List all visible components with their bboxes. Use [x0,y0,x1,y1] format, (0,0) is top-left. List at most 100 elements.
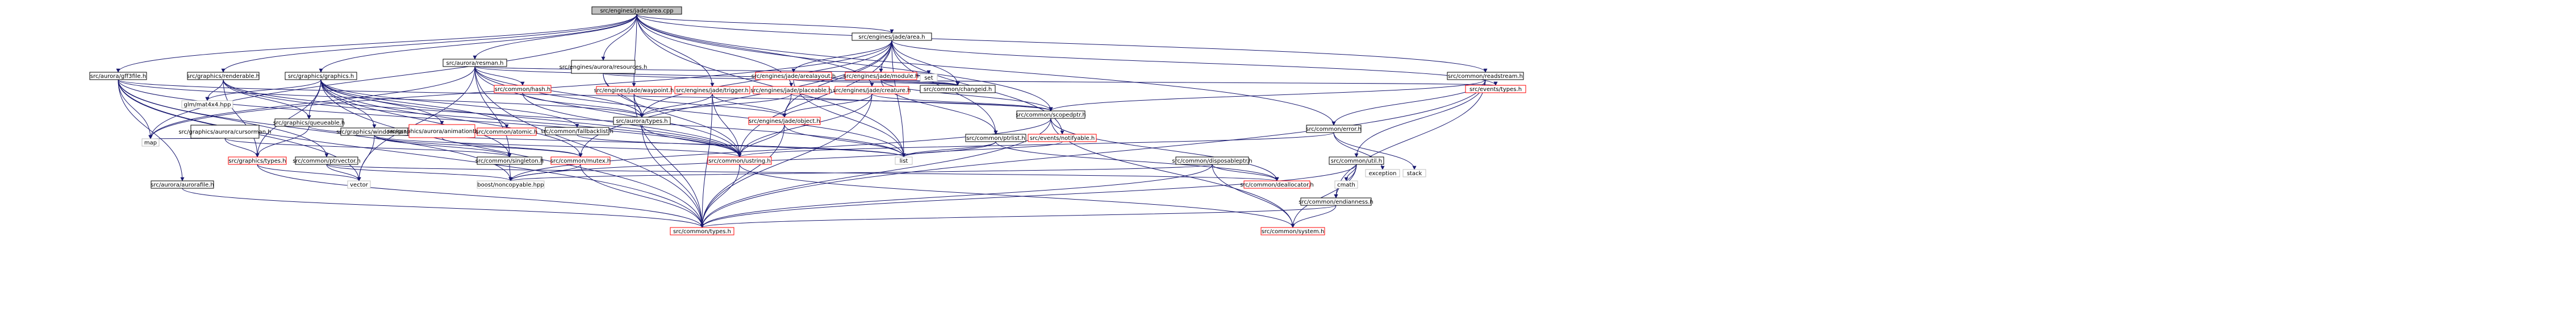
node-common-error-h[interactable]: src/common/error.h [1306,125,1362,133]
node-set: set [920,73,938,82]
node-stack: stack [1402,169,1426,177]
node-box [1016,110,1085,119]
node-events-types-h[interactable]: src/events/types.h [1465,85,1526,93]
node-common-readstream-h[interactable]: src/common/readstream.h [1447,72,1524,80]
dependency-edge [880,79,1497,86]
node-box [408,124,475,138]
node-box [1402,169,1426,177]
node-aurora-types-h[interactable]: src/aurora/types.h [613,117,671,125]
edge-layer [116,14,1498,228]
node-label: cmath [1337,182,1355,188]
dependency-edge [116,14,637,73]
dependency-edge [474,66,906,158]
node-box [442,59,507,67]
node-graphics-renderable-h[interactable]: src/graphics/renderable.h [187,72,260,80]
node-label: src/engines/aurora/resources.h [560,64,648,71]
node-events-notifyable-h[interactable]: src/events/notifyable.h [1028,134,1097,142]
node-box [920,85,996,93]
node-graphics-graphics-h[interactable]: src/graphics/graphics.h [285,72,357,80]
node-common-endianness-h[interactable]: src/common/endianness.h [1299,197,1373,206]
node-common-fallbacklist-h[interactable]: src/common/fallbacklist.h [541,127,613,135]
node-label: src/common/ptrlist.h [966,135,1025,142]
node-common-types-h[interactable]: src/common/types.h [670,227,734,235]
node-graphics-queueable-h[interactable]: src/graphics/queueable.h [273,118,345,127]
node-graphics-types-h[interactable]: src/graphics/types.h [228,156,287,165]
dependency-edge [636,14,1053,111]
node-label: map [144,140,157,146]
node-common-ptrlist-h[interactable]: src/common/ptrlist.h [965,134,1026,142]
node-common-system-h[interactable]: src/common/system.h [1260,227,1325,235]
dependency-edge [737,40,892,158]
node-box [285,72,357,80]
node-box [591,6,682,15]
node-jade-placeable-h[interactable]: src/engines/jade/placeable.h [750,86,832,94]
dependency-edge [636,14,715,87]
node-jade-module-h[interactable]: src/engines/jade/module.h [844,72,918,80]
node-glm-matrix4x4: glm/mat4x4.hpp [181,100,233,109]
dependency-edge [118,79,742,158]
dependency-edge [700,164,1357,228]
node-box [477,127,537,136]
node-layer: src/engines/jade/area.cpp src/engines/jad… [89,6,1526,235]
node-common-disposableptr-h[interactable]: src/common/disposableptr.h [1172,156,1252,165]
node-jade-trigger-h[interactable]: src/engines/jade/trigger.h [674,86,750,94]
dependency-edge [1333,132,1417,170]
dependency-edge [224,138,512,158]
node-aurora-resman-h[interactable]: src/aurora/resman.h [442,59,507,67]
node-label: src/aurora/types.h [616,118,667,125]
node-label: src/graphics/graphics.h [288,73,354,80]
dependency-edge [1354,79,1486,158]
dependency-edge [320,79,583,158]
node-jade-waypoint-h[interactable]: src/engines/jade/waypoint.h [594,86,674,94]
node-common-scopedptr-h[interactable]: src/common/scopedptr.h [1016,110,1086,119]
node-box [1260,227,1325,235]
node-aurora-aurorafile-h[interactable]: src/aurora/aurorafile.h [151,180,214,189]
node-jade-creature-h[interactable]: src/engines/jade/creature.h [833,86,911,94]
dependency-edge [221,14,637,73]
dependency-edge [1212,164,1279,181]
node-common-deallocator-h[interactable]: src/common/deallocator.h [1240,180,1314,189]
node-label: src/events/notifyable.h [1030,135,1095,142]
dependency-edge [782,93,872,118]
node-jade-areaa-layout-h[interactable]: src/engines/jade/arealayout.h [751,72,836,80]
dependency-edge [636,14,1488,73]
dependency-edge [640,93,713,118]
node-common-util-h[interactable]: src/common/util.h [1329,156,1384,165]
node-label: src/graphics/queueable.h [273,120,345,126]
dependency-edge [357,135,375,181]
dependency-edge [901,141,996,158]
node-aurora-resources-h[interactable]: src/engines/aurora/resources.h [560,60,648,74]
node-box [340,127,408,136]
node-graphics-aurora-cursorman-h[interactable]: src/graphics/aurora/cursorman.h [178,125,272,139]
dependency-edge [633,93,787,118]
dependency-edge [901,141,1063,158]
node-graphics-windowman-h[interactable]: src/graphics/windowman.h [336,127,412,136]
node-area-h[interactable]: src/engines/jade/area.h [851,32,932,41]
node-common-hash-h[interactable]: src/common/hash.h [494,85,552,93]
node-common-singleton-h[interactable]: src/common/singleton.h [475,156,544,165]
dependency-edge [880,79,960,86]
dependency-edge [474,66,525,86]
node-common-atomic-h[interactable]: src/common/atomic.h [476,127,538,136]
dependency-edge [326,164,513,181]
node-label: src/aurora/gff3file.h [90,73,146,80]
node-box [1306,125,1362,133]
node-common-ptrvector-h[interactable]: src/common/ptrvector.h [293,156,361,165]
dependency-edge [700,93,872,228]
node-common-mutex-h[interactable]: src/common/mutex.h [550,156,611,165]
dependency-edge [320,79,742,158]
node-common-ustring-h[interactable]: src/common/ustring.h [707,156,772,165]
dependency-edge [320,79,377,129]
node-jade-object-h[interactable]: src/engines/jade/object.h [748,117,821,125]
node-aurora-gff3file-h[interactable]: src/aurora/gff3file.h [89,72,147,80]
node-graphics-aurora-animationthread-h[interactable]: src/graphics/aurora/animationthread.h [387,124,497,138]
dependency-edge [636,14,1336,126]
dependency-edge [205,79,322,101]
node-area-cpp[interactable]: src/engines/jade/area.cpp [591,6,682,15]
node-box [477,180,545,189]
node-common-changeid-h[interactable]: src/common/changeid.h [920,85,996,93]
node-label: glm/mat4x4.hpp [184,102,231,108]
node-label: set [924,75,933,81]
node-label: src/common/types.h [673,229,731,235]
dependency-edge [578,40,892,158]
